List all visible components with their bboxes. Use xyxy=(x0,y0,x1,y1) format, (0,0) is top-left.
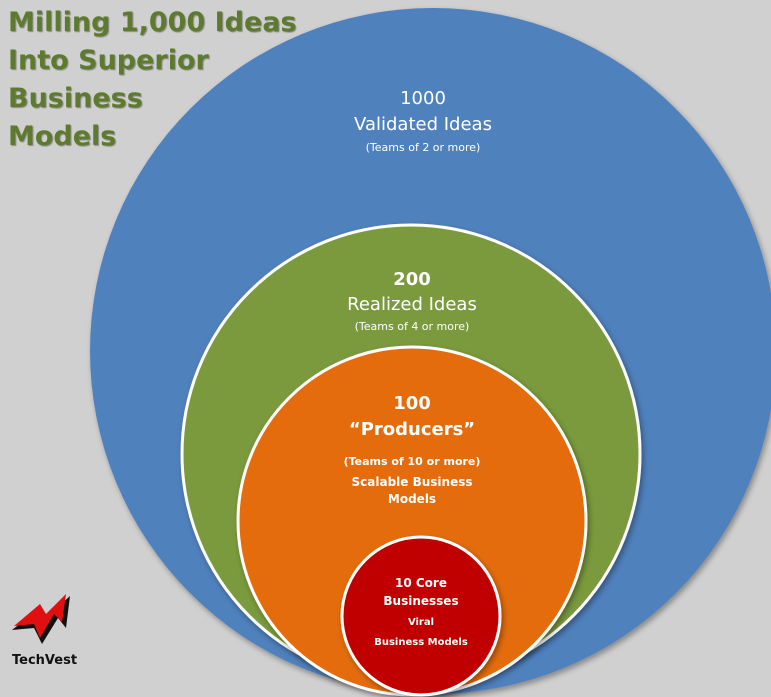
core-circle xyxy=(340,535,502,697)
second-note: (Teams of 4 or more) xyxy=(354,320,470,333)
third-sub: Scalable Business Models xyxy=(351,475,473,506)
core-note: Viral xyxy=(407,617,435,628)
title-line-4: Models xyxy=(8,121,117,152)
outer-note: (Teams of 2 or more) xyxy=(365,141,481,154)
title-line-3: Business xyxy=(8,83,143,114)
techvest-arrow-icon xyxy=(12,594,70,644)
title-line-1: Milling 1,000 Ideas xyxy=(8,7,297,38)
logo-text: TechVest xyxy=(12,653,78,668)
third-count: 100 xyxy=(393,393,431,414)
page-title: Milling 1,000 Ideas Into Superior Busine… xyxy=(8,4,297,156)
core-count: 10 Core xyxy=(395,576,447,590)
second-count: 200 xyxy=(393,269,431,290)
outer-count: 1000 xyxy=(400,88,446,109)
third-note: (Teams of 10 or more) xyxy=(343,455,481,468)
title-line-2: Into Superior xyxy=(8,45,209,76)
third-label: “Producers” xyxy=(348,419,476,440)
outer-label: Validated Ideas xyxy=(354,114,492,135)
second-label: Realized Ideas xyxy=(347,294,477,315)
core-label: Businesses xyxy=(383,594,459,608)
core-sub: Business Models xyxy=(374,637,468,648)
